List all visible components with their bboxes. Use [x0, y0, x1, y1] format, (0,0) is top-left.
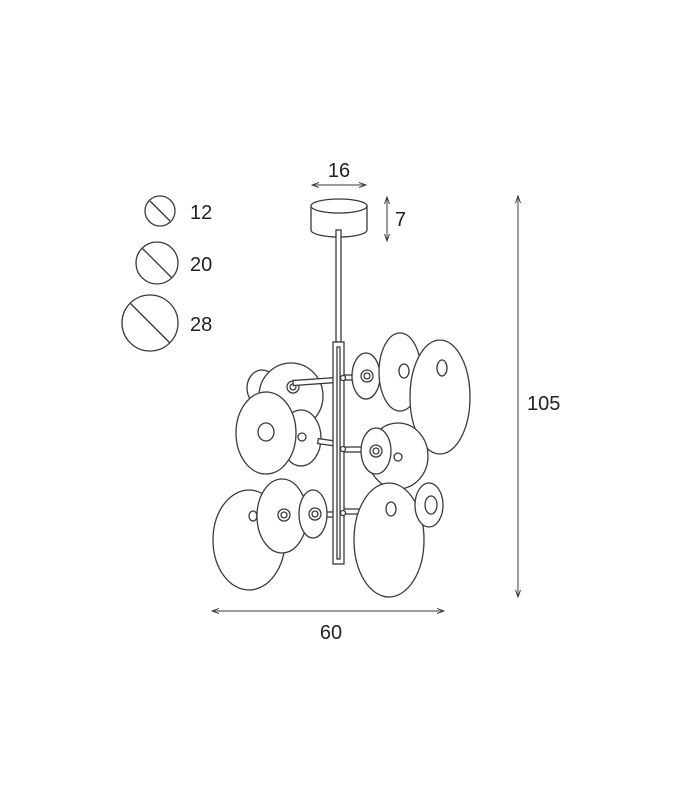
disc-28-icon [121, 294, 179, 352]
disc-lower-right-large [353, 482, 425, 598]
disc-20-icon [135, 241, 179, 285]
suspension-rod [335, 229, 342, 343]
total-width-dimension: 60 [212, 611, 444, 644]
disc-upper-right-small [351, 352, 381, 400]
disc-lower-right-small [414, 482, 444, 528]
total-width-label: 60 [320, 622, 342, 644]
central-stem-inner [336, 346, 341, 560]
canopy-height-label: 7 [395, 209, 406, 231]
disc-12-icon [144, 195, 176, 227]
disc-upper-right-large [409, 339, 471, 455]
disc-lower-left-mid [256, 478, 308, 554]
diameter-legend: 12 20 28 [121, 195, 212, 352]
legend-label-28: 28 [190, 314, 212, 336]
total-height-dimension: 105 [518, 196, 560, 597]
legend-label-12: 12 [190, 202, 212, 224]
total-height-label: 105 [527, 393, 560, 415]
disc-lower-left-small [298, 489, 328, 539]
pendant-lamp [212, 198, 471, 598]
canopy-width-dimension: 16 [312, 160, 366, 185]
legend-item-28: 28 [121, 294, 212, 352]
disc-middle-left-front [235, 391, 297, 475]
legend-label-20: 20 [190, 254, 212, 276]
canopy-height-dimension: 7 [387, 197, 406, 241]
canopy-width-label: 16 [328, 160, 350, 182]
legend-item-20: 20 [135, 241, 212, 285]
legend-item-12: 12 [144, 195, 212, 227]
disc-middle-right-small [360, 427, 392, 475]
